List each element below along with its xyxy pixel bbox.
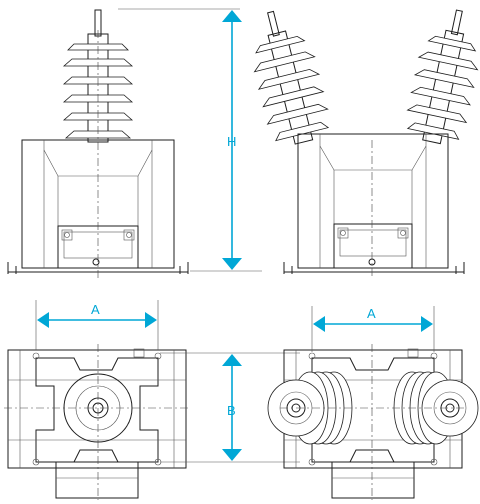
width-label-right: A bbox=[367, 306, 376, 321]
front-view-single-bushing bbox=[7, 9, 189, 278]
left-bushing bbox=[253, 10, 330, 145]
top-view-double-bushing bbox=[267, 344, 479, 500]
depth-label: B bbox=[227, 403, 236, 418]
tank-body-double bbox=[297, 133, 449, 269]
width-dimension-right: A bbox=[311, 306, 435, 352]
right-bushing bbox=[406, 9, 479, 145]
height-dimension: H bbox=[118, 8, 262, 272]
width-label-left: A bbox=[91, 302, 100, 317]
base-rail-double bbox=[283, 262, 465, 274]
top-view-single-bushing bbox=[4, 344, 190, 500]
tank-body bbox=[21, 139, 175, 269]
depth-dimension: B bbox=[160, 352, 300, 463]
height-label: H bbox=[227, 134, 236, 149]
width-dimension-left: A bbox=[35, 300, 159, 350]
front-view-double-bushing bbox=[253, 9, 479, 278]
